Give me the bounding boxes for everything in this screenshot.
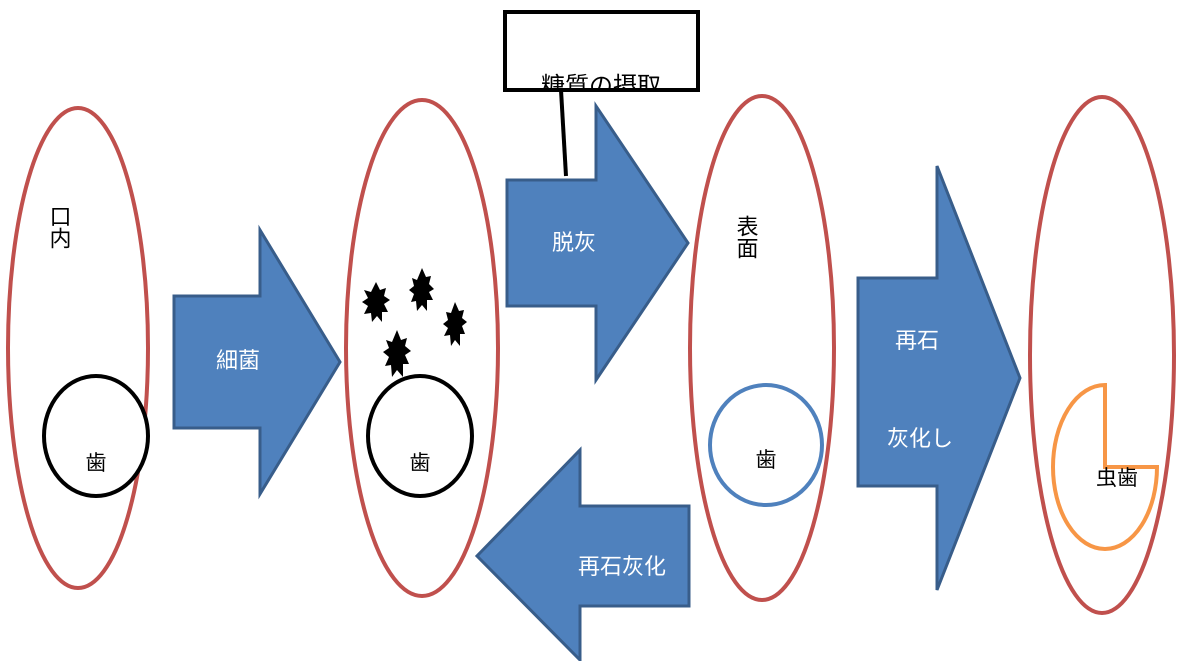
callout-box xyxy=(503,10,700,92)
stage-ellipse-mouth xyxy=(6,106,150,590)
arrow-decalcify-label: 脱灰 xyxy=(552,231,596,256)
bacteria-icon xyxy=(362,282,390,322)
tooth-label-3: 歯 xyxy=(756,448,777,472)
tooth-label-4: 虫歯 xyxy=(1096,466,1138,490)
arrow-bacteria xyxy=(172,224,342,500)
callout-text: 糖質の摂取 xyxy=(541,72,661,100)
stage-3-side-text: 表面 xyxy=(733,215,759,259)
tooth-circle-3 xyxy=(708,383,824,507)
tooth-label-2: 歯 xyxy=(410,451,431,475)
bacteria-icon xyxy=(383,330,411,377)
arrow-recalcify-forward-line1: 再石 xyxy=(895,329,939,354)
arrow-bacteria-label: 細菌 xyxy=(216,349,260,374)
bacteria-icon xyxy=(443,302,467,346)
stage-ellipse-bacteria xyxy=(344,98,500,598)
bacteria-icon xyxy=(409,268,434,311)
bacteria-cluster xyxy=(362,268,467,377)
callout-pointer-line xyxy=(559,89,568,177)
arrow-recalcify-back xyxy=(474,446,691,661)
arrow-recalcify-back-label: 再石灰化 xyxy=(578,555,666,580)
callout-text-clip: 糖質の摂取 xyxy=(541,72,661,100)
arrow-recalcify-forward-line2: 灰化し xyxy=(887,427,953,452)
tooth-label-1: 歯 xyxy=(86,451,107,475)
tooth-circle-2 xyxy=(366,374,474,498)
arrow-recalcify-forward xyxy=(856,165,1022,591)
tooth-circle-1 xyxy=(42,374,150,498)
cavity-tooth-shape xyxy=(1051,382,1160,551)
stage-1-side-text: 口内 xyxy=(46,205,71,249)
stage-ellipse-surface xyxy=(688,94,836,602)
arrow-decalcify xyxy=(505,101,690,385)
